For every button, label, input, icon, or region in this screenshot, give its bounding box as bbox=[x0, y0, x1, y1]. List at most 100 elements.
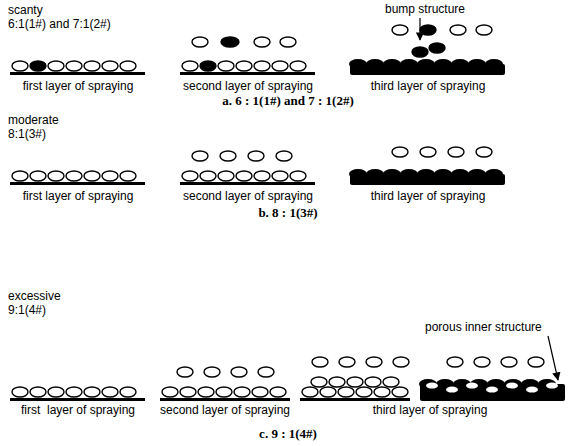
substrate bbox=[160, 398, 290, 401]
particle bbox=[200, 171, 216, 181]
panel-caption: b. 8 : 1(3#) bbox=[258, 206, 317, 220]
fused-particle bbox=[451, 169, 469, 179]
callout-label: bump structure bbox=[385, 3, 465, 16]
black-particle bbox=[200, 61, 216, 71]
black-particle bbox=[30, 61, 46, 71]
fused-particle bbox=[485, 59, 503, 69]
substrate bbox=[10, 72, 145, 75]
leader-line bbox=[419, 18, 420, 40]
particle bbox=[30, 171, 46, 181]
particle bbox=[218, 171, 234, 181]
fused-particle bbox=[434, 59, 452, 69]
particle bbox=[447, 357, 463, 367]
particle bbox=[66, 61, 82, 71]
substrate bbox=[10, 398, 145, 401]
particle bbox=[84, 387, 100, 397]
particle bbox=[234, 387, 250, 397]
amount-label: scanty bbox=[8, 4, 43, 17]
ratio-label: 6:1(1#) and 7:1(2#) bbox=[8, 18, 111, 31]
particle bbox=[48, 61, 64, 71]
particle bbox=[366, 357, 382, 367]
particle bbox=[48, 171, 64, 181]
black-particle bbox=[221, 37, 239, 47]
pore bbox=[446, 387, 458, 393]
particle bbox=[120, 387, 136, 397]
particle bbox=[192, 151, 208, 161]
particle bbox=[216, 387, 232, 397]
black-particle bbox=[429, 43, 445, 53]
particle bbox=[339, 357, 355, 367]
fused-particle bbox=[383, 169, 401, 179]
substrate bbox=[10, 182, 145, 185]
particle bbox=[254, 171, 270, 181]
fused-particle bbox=[400, 169, 418, 179]
fused-particle bbox=[349, 59, 367, 69]
fused-particle bbox=[417, 59, 435, 69]
substrate bbox=[300, 398, 410, 401]
particle bbox=[272, 61, 288, 71]
particle bbox=[236, 171, 252, 181]
particle bbox=[258, 367, 274, 377]
fused-particle bbox=[366, 59, 384, 69]
particle bbox=[248, 151, 264, 161]
particle bbox=[302, 387, 318, 397]
layer-label: second layer of spraying bbox=[183, 190, 313, 203]
pore bbox=[526, 387, 538, 393]
particle bbox=[252, 387, 268, 397]
particle bbox=[476, 25, 492, 35]
layer-label: second layer of spraying bbox=[183, 80, 313, 93]
amount-label: moderate bbox=[8, 114, 59, 127]
pore bbox=[466, 383, 478, 389]
particle bbox=[254, 61, 270, 71]
particle bbox=[392, 25, 408, 35]
particle bbox=[120, 61, 136, 71]
particle bbox=[392, 387, 408, 397]
amount-label: excessive bbox=[8, 290, 61, 303]
fused-particle bbox=[366, 169, 384, 179]
layer-label: third layer of spraying bbox=[373, 404, 488, 417]
callout-label: porous inner structure bbox=[425, 321, 542, 334]
particle bbox=[270, 387, 286, 397]
particle bbox=[448, 147, 464, 157]
leader-line bbox=[548, 336, 558, 380]
particle bbox=[84, 61, 100, 71]
particle bbox=[383, 377, 399, 387]
pore bbox=[426, 383, 438, 389]
layer-label: first layer of spraying bbox=[23, 190, 134, 203]
particle bbox=[48, 387, 64, 397]
fused-particle bbox=[468, 169, 486, 179]
particle bbox=[374, 387, 390, 397]
panel-caption: a. 6 : 1(1#) and 7 : 1(2#) bbox=[222, 94, 353, 108]
particle bbox=[276, 151, 292, 161]
particle bbox=[365, 377, 381, 387]
particle bbox=[329, 377, 345, 387]
panel-caption: c. 9 : 1(4#) bbox=[259, 427, 317, 441]
particle bbox=[12, 171, 28, 181]
particle bbox=[220, 151, 236, 161]
substrate bbox=[180, 72, 315, 75]
particle bbox=[236, 61, 252, 71]
particle bbox=[66, 171, 82, 181]
particle bbox=[231, 367, 247, 377]
black-particle bbox=[412, 47, 428, 57]
particle bbox=[182, 171, 198, 181]
particle bbox=[120, 171, 136, 181]
layer-label: third layer of spraying bbox=[371, 80, 486, 93]
fused-particle bbox=[434, 169, 452, 179]
fused-particle bbox=[400, 59, 418, 69]
particle bbox=[392, 147, 408, 157]
particle bbox=[102, 61, 118, 71]
particle bbox=[30, 387, 46, 397]
particle bbox=[311, 377, 327, 387]
pore bbox=[486, 387, 498, 393]
particle bbox=[12, 61, 28, 71]
fused-particle bbox=[383, 59, 401, 69]
particle bbox=[393, 357, 409, 367]
layer-label: second layer of spraying bbox=[160, 404, 290, 417]
pore bbox=[506, 383, 518, 389]
particle bbox=[162, 387, 178, 397]
particle bbox=[192, 37, 208, 47]
substrate bbox=[180, 182, 315, 185]
particle bbox=[320, 387, 336, 397]
particle bbox=[528, 357, 544, 367]
